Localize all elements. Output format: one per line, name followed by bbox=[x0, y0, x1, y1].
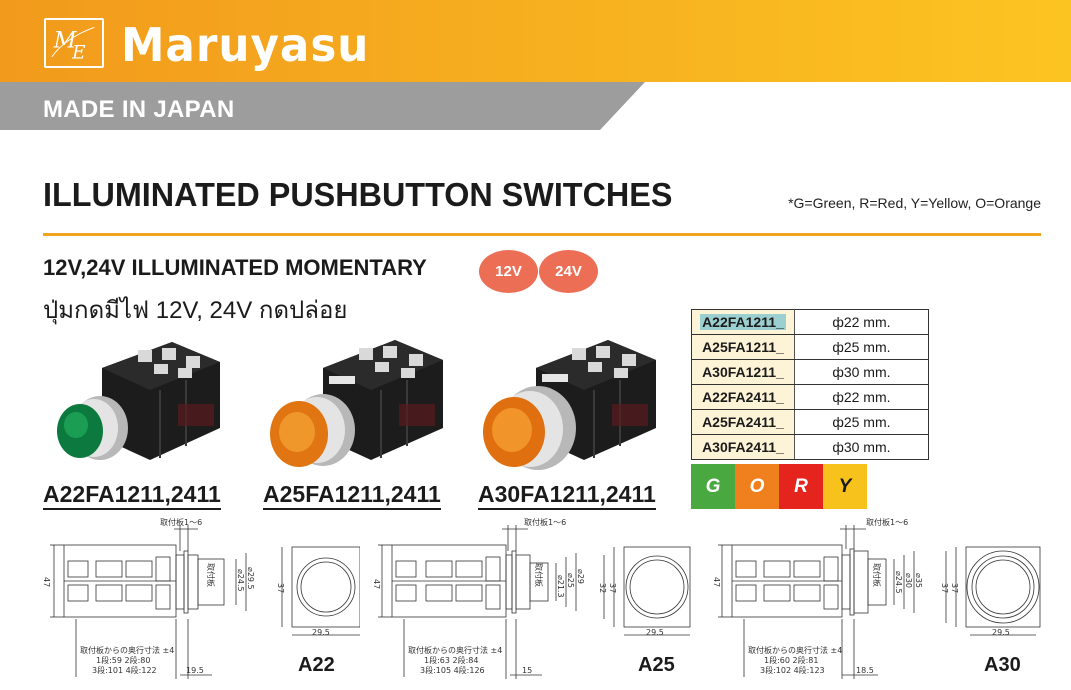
made-in-label: MADE IN JAPAN bbox=[43, 96, 235, 123]
diameter-dim-text: ⌀29 bbox=[576, 569, 585, 584]
height-dim-text: 47 bbox=[372, 579, 381, 589]
product-photo-a22 bbox=[50, 328, 230, 478]
drawing-a30: 取付板1～6 47 ⌀24.5 ⌀30 ⌀35 取付板 37 37 29.5 取… bbox=[710, 515, 1050, 690]
diameter-dim-text: ⌀24.5 bbox=[894, 571, 903, 594]
front-height-text: 37 bbox=[608, 583, 617, 593]
diameter-cell: ф30 mm. bbox=[794, 434, 930, 460]
diameter-cell: ф22 mm. bbox=[794, 309, 930, 335]
table-row[interactable]: A25FA1211_ ф25 mm. bbox=[691, 334, 930, 360]
diameter-cell: ф25 mm. bbox=[794, 409, 930, 435]
mount-note-text: 取付板1～6 bbox=[524, 517, 566, 527]
model-code-cell[interactable]: A30FA1211_ bbox=[691, 359, 795, 385]
model-code-cell[interactable]: A25FA2411_ bbox=[691, 409, 795, 435]
brand-emblem-icon: M E bbox=[44, 18, 104, 68]
brand-name: Maruyasu bbox=[121, 18, 370, 72]
bezel-depth-text: 18.5 bbox=[856, 666, 874, 675]
color-swatch-yellow[interactable]: Y bbox=[823, 464, 867, 509]
table-row[interactable]: A25FA2411_ ф25 mm. bbox=[691, 409, 930, 435]
front-width-text: 29.5 bbox=[992, 628, 1010, 637]
diameter-dim-text: ⌀30 bbox=[904, 573, 913, 588]
diameter-dim-text: ⌀21.3 bbox=[556, 575, 565, 598]
drawing-a25: 取付板1～6 47 ⌀21.3 ⌀25 ⌀29 取付板 32 37 29.5 取… bbox=[372, 515, 692, 690]
voltage-badge-24v: 24V bbox=[539, 250, 598, 293]
table-row[interactable]: A22FA1211_ ф22 mm. bbox=[691, 309, 930, 335]
voltage-badge-12v: 12V bbox=[479, 250, 538, 293]
depth-row-text: 1段:60 2段:81 bbox=[764, 655, 818, 665]
drawing-name-a22: A22 bbox=[298, 654, 335, 676]
made-in-band bbox=[0, 82, 1071, 130]
diameter-cell: ф22 mm. bbox=[794, 384, 930, 410]
model-label-a22: A22FA1211,2411 bbox=[43, 481, 221, 510]
color-swatch-green[interactable]: G bbox=[691, 464, 735, 509]
front-width-text: 29.5 bbox=[646, 628, 664, 637]
title-divider bbox=[43, 233, 1041, 236]
product-photo-a25 bbox=[265, 328, 455, 478]
svg-text:M: M bbox=[53, 29, 78, 54]
model-code-highlight: A22FA1211_ bbox=[700, 314, 786, 330]
panel-note-text: 取付板 bbox=[534, 563, 544, 587]
height-dim-text: 47 bbox=[712, 577, 721, 587]
model-code-cell[interactable]: A30FA2411_ bbox=[691, 434, 795, 460]
model-code-cell[interactable]: A22FA1211_ bbox=[691, 309, 795, 335]
bezel-depth-text: 15 bbox=[522, 666, 532, 675]
model-code-cell[interactable]: A22FA2411_ bbox=[691, 384, 795, 410]
color-options: G O R Y bbox=[691, 464, 867, 509]
table-row[interactable]: A30FA2411_ ф30 mm. bbox=[691, 434, 930, 460]
drawing-name-a30: A30 bbox=[984, 654, 1021, 676]
diameter-dim-text: ⌀29.5 bbox=[246, 567, 255, 590]
table-row[interactable]: A22FA2411_ ф22 mm. bbox=[691, 384, 930, 410]
product-photo-a30 bbox=[478, 328, 668, 478]
height-dim-text: 47 bbox=[42, 577, 51, 587]
diameter-cell: ф30 mm. bbox=[794, 359, 930, 385]
depth-row-text: 3段:102 4段:123 bbox=[760, 665, 825, 675]
drawing-name-a25: A25 bbox=[638, 654, 675, 676]
depth-title-text: 取付板からの奥行寸法 ±4 bbox=[408, 645, 502, 655]
color-code-note: *G=Green, R=Red, Y=Yellow, O=Orange bbox=[788, 195, 1041, 211]
front-height-text: 37 bbox=[950, 583, 959, 593]
model-code-cell[interactable]: A25FA1211_ bbox=[691, 334, 795, 360]
depth-row-text: 1段:63 2段:84 bbox=[424, 655, 478, 665]
side-dim-text: 32 bbox=[598, 583, 607, 593]
front-width-text: 29.5 bbox=[312, 628, 330, 637]
color-swatch-orange[interactable]: O bbox=[735, 464, 779, 509]
panel-note-text: 取付板 bbox=[872, 563, 882, 587]
color-swatch-red[interactable]: R bbox=[779, 464, 823, 509]
front-height-text: 37 bbox=[276, 583, 285, 593]
depth-row-text: 1段:59 2段:80 bbox=[96, 655, 150, 665]
model-label-a30: A30FA1211,2411 bbox=[478, 481, 656, 510]
svg-text:E: E bbox=[71, 43, 86, 64]
diameter-dim-text: ⌀24.5 bbox=[236, 569, 245, 592]
depth-row-text: 3段:105 4段:126 bbox=[420, 665, 485, 675]
thai-subtitle: ปุ่มกดมีไฟ 12V, 24V กดปล่อย bbox=[43, 297, 348, 324]
spec-table: A22FA1211_ ф22 mm. A25FA1211_ ф25 mm. A3… bbox=[691, 309, 930, 460]
depth-title-text: 取付板からの奥行寸法 ±4 bbox=[748, 645, 842, 655]
panel-note-text: 取付板 bbox=[206, 563, 216, 587]
mount-note-text: 取付板1～6 bbox=[866, 517, 908, 527]
mount-note-text: 取付板1～6 bbox=[160, 517, 202, 527]
diameter-cell: ф25 mm. bbox=[794, 334, 930, 360]
bezel-depth-text: 19.5 bbox=[186, 666, 204, 675]
header-band bbox=[0, 0, 1071, 82]
table-row[interactable]: A30FA1211_ ф30 mm. bbox=[691, 359, 930, 385]
section-subtitle: 12V,24V ILLUMINATED MOMENTARY bbox=[43, 255, 427, 280]
depth-title-text: 取付板からの奥行寸法 ±4 bbox=[80, 645, 174, 655]
depth-row-text: 3段:101 4段:122 bbox=[92, 665, 157, 675]
page-title: ILLUMINATED PUSHBUTTON SWITCHES bbox=[43, 176, 673, 213]
side-dim-text: 37 bbox=[940, 583, 949, 593]
model-label-a25: A25FA1211,2411 bbox=[263, 481, 441, 510]
drawing-a22: 取付板1～6 47 ⌀24.5 ⌀29.5 取付板 37 29.5 取付板からの… bbox=[40, 515, 361, 690]
diameter-dim-text: ⌀35 bbox=[914, 573, 923, 588]
diameter-dim-text: ⌀25 bbox=[566, 573, 575, 588]
